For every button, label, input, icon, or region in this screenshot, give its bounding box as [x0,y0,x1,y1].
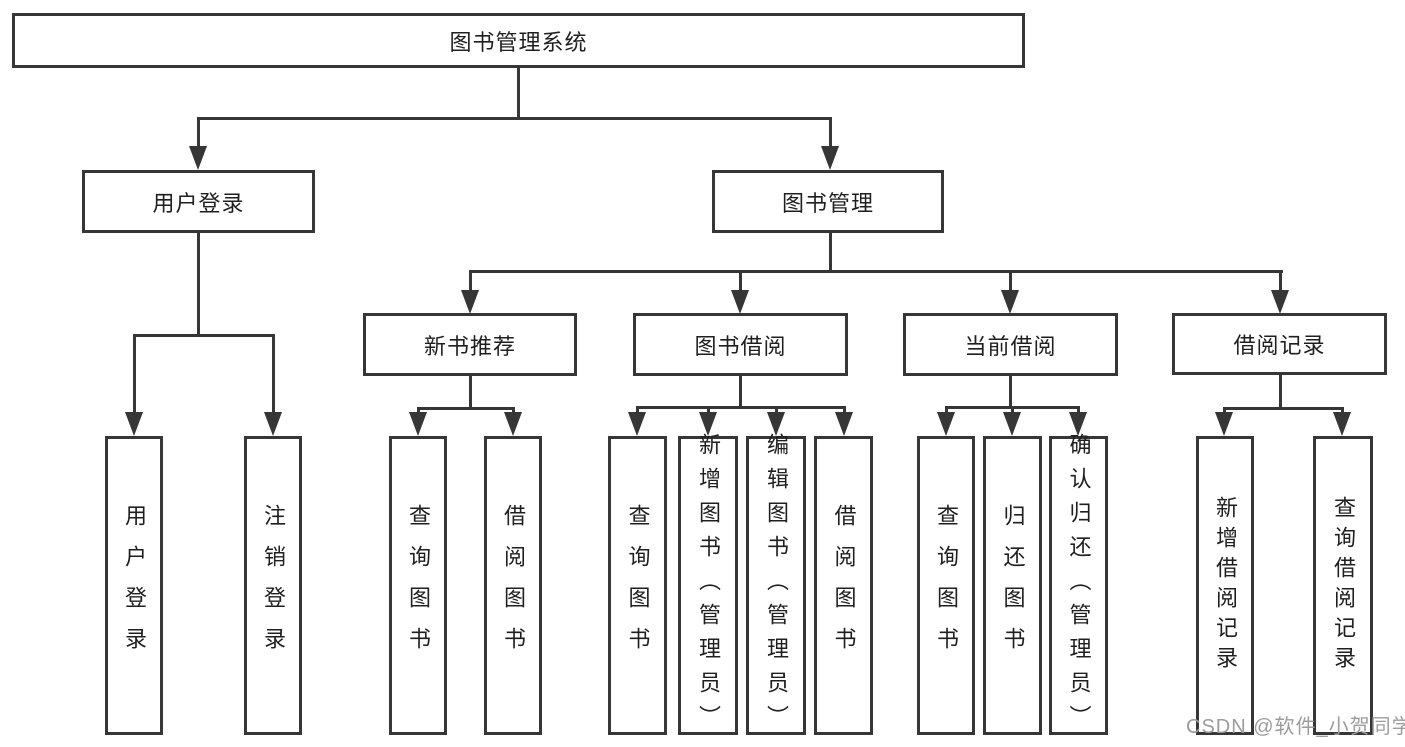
connector-line [1279,270,1282,292]
arrow-down-icon [1003,412,1021,436]
leaf-add-borrow-record: 新增借阅记录 [1196,436,1254,735]
arrow-down-icon [767,412,785,436]
connector-line [829,233,832,271]
connector-line [469,375,472,408]
node-label: 用户登录 [152,190,245,216]
arrow-down-icon [731,290,749,314]
connector-line [517,68,520,118]
node-label: 查询借阅记录 [1331,495,1356,676]
arrow-down-icon [189,146,207,170]
connector-line [417,407,420,415]
leaf-edit-books-admin: 编辑图书（管理员） [746,433,806,739]
arrow-down-icon [1271,290,1289,314]
node-label: 借阅图书 [831,503,857,668]
arrow-down-icon [409,412,427,436]
leaf-query-books-recommend: 查询图书 [389,436,447,735]
node-label: 新增借阅记录 [1213,495,1238,676]
node-label: 图书管理系统 [449,29,588,55]
connector-line [1077,406,1080,415]
connector-line [1223,407,1226,415]
node-borrowing-records: 借阅记录 [1172,313,1387,375]
node-label: 借阅记录 [1233,333,1326,358]
connector-line [197,117,832,120]
leaf-query-books-current: 查询图书 [917,436,975,735]
connector-line [843,406,846,415]
arrow-down-icon [1069,412,1087,436]
node-label: 查询图书 [934,503,959,668]
node-label: 借阅图书 [501,503,526,668]
connector-line [197,117,200,148]
connector-line [1223,407,1344,410]
node-label: 编辑图书（管理员） [764,432,789,739]
arrow-down-icon [835,412,853,436]
node-label: 图书管理 [781,190,874,216]
arrow-down-icon [821,146,839,170]
arrow-down-icon [264,412,282,436]
leaf-confirm-return-admin: 确认归还（管理员） [1049,433,1108,739]
connector-line [945,406,948,415]
leaf-user-login: 用户登录 [105,436,163,735]
arrow-down-icon [461,290,479,314]
arrow-down-icon [699,412,717,436]
arrow-down-icon [937,412,955,436]
node-label: 新书推荐 [423,333,516,359]
node-current-borrowing: 当前借阅 [903,313,1118,376]
connector-line [829,117,832,148]
arrow-down-icon [1333,412,1351,436]
connector-line [133,334,136,414]
leaf-logout: 注销登录 [244,436,302,735]
connector-line [469,270,1283,273]
node-label: 查询图书 [406,503,431,668]
leaf-query-borrow-record: 查询借阅记录 [1313,436,1373,735]
connector-line [512,407,515,415]
arrow-down-icon [1215,412,1233,436]
arrow-down-icon [628,412,646,436]
node-label: 当前借阅 [964,333,1057,359]
leaf-add-books-admin: 新增图书（管理员） [678,433,738,739]
connector-line [1009,270,1012,292]
arrow-down-icon [125,412,143,436]
connector-line [739,375,742,407]
node-new-book-recommend: 新书推荐 [363,313,577,376]
connector-line [197,233,200,335]
connector-line [1011,406,1014,415]
connector-line [133,334,275,337]
leaf-return-books: 归还图书 [983,436,1042,735]
arrow-down-icon [504,412,522,436]
leaf-borrow-books-recommend: 借阅图书 [484,436,542,735]
node-label: 归还图书 [1000,503,1026,668]
csdn-watermark: CSDN @软件_小贺同学 [1186,716,1405,738]
connector-line [1341,407,1344,415]
node-label: 图书借阅 [694,333,787,359]
node-label: 查询图书 [625,503,651,668]
connector-line [636,406,846,409]
connector-line [775,406,778,415]
connector-line [469,270,472,292]
connector-line [636,406,639,415]
connector-line [417,407,515,410]
leaf-query-books-borrowing: 查询图书 [608,436,667,735]
connector-line [707,406,710,415]
connector-line [1279,375,1282,408]
connector-line [739,270,742,292]
leaf-borrow-books: 借阅图书 [814,436,873,735]
node-user-login: 用户登录 [82,170,315,233]
node-label: 新增图书（管理员） [696,432,721,739]
node-label: 用户登录 [122,503,147,668]
connector-line [272,334,275,414]
connector-line [1009,375,1012,407]
node-label: 注销登录 [261,503,286,668]
node-label: 确认归还（管理员） [1066,432,1092,739]
arrow-down-icon [1001,290,1019,314]
node-book-borrowing: 图书借阅 [633,313,848,376]
node-root-book-management-system: 图书管理系统 [12,13,1025,68]
node-book-management: 图书管理 [712,170,944,233]
